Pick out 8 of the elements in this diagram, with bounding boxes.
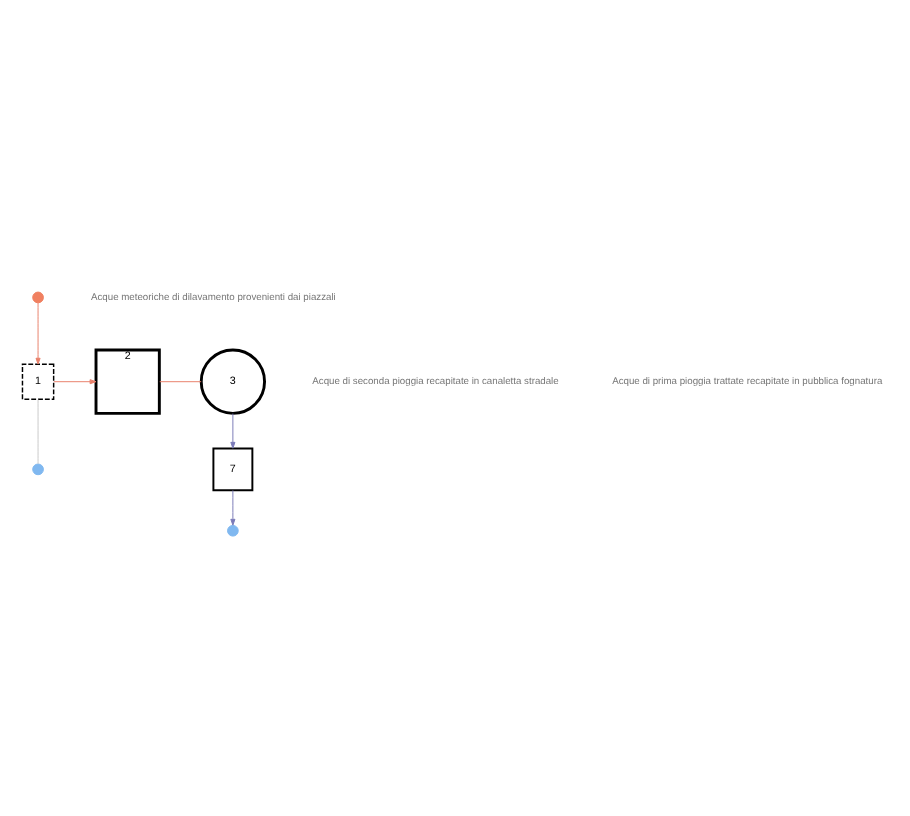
- node-circle: [32, 291, 44, 304]
- connector: [159, 381, 202, 383]
- arrow: [53, 379, 97, 385]
- arrow: [35, 302, 41, 365]
- arrow: [230, 413, 236, 449]
- node-circle: [227, 524, 239, 537]
- arrow: [230, 489, 236, 526]
- node-circle: [32, 463, 44, 476]
